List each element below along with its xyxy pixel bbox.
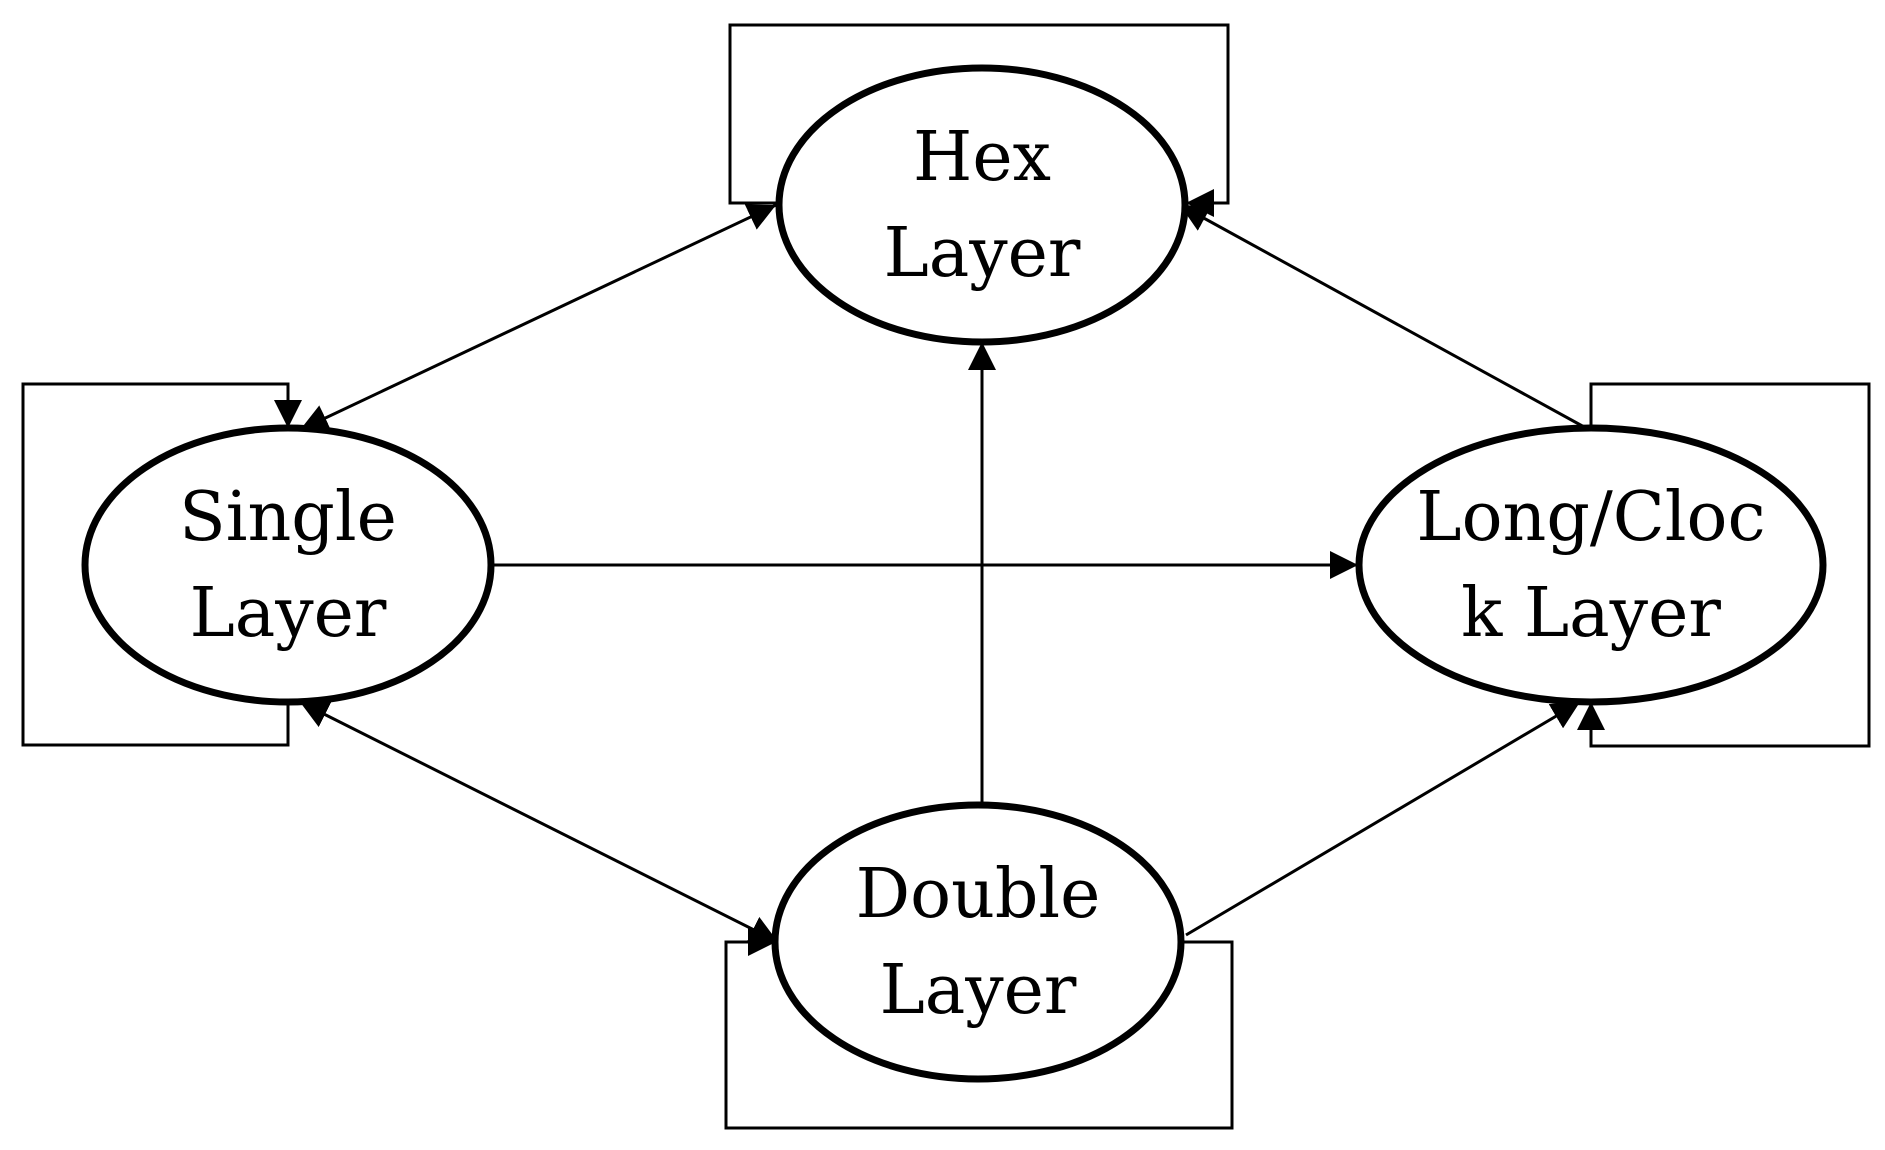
single-self-loop (21, 382, 302, 747)
edge-double-long-clock (1185, 700, 1581, 937)
edge-single-hex (299, 203, 777, 432)
hex-self-loop (728, 23, 1230, 217)
hex-label-line1: Hex (913, 118, 1051, 197)
long-clock-self-loop (1577, 382, 1871, 748)
long-clock-label-line1: Long/Cloc (1416, 478, 1765, 557)
double-self-loop (724, 928, 1234, 1130)
long-clock-label-line2: k Layer (1461, 574, 1721, 653)
double-label-line1: Double (856, 855, 1101, 934)
single-label-line1: Single (179, 478, 397, 557)
double-label-line2: Layer (880, 951, 1077, 1030)
node-hex: Hex Layer (775, 64, 1189, 346)
single-label-line2: Layer (190, 574, 387, 653)
edges (299, 203, 1587, 944)
edge-single-double (299, 700, 779, 944)
long-clock-ellipse (1355, 424, 1827, 706)
double-ellipse (771, 801, 1185, 1083)
edge-long-clock-hex (1179, 203, 1587, 430)
node-long-clock: Long/Cloc k Layer (1355, 424, 1827, 706)
hex-label-line2: Layer (884, 214, 1081, 293)
single-ellipse (81, 424, 495, 706)
hex-ellipse (775, 64, 1189, 346)
self-loops (21, 23, 1871, 1130)
node-single: Single Layer (81, 424, 495, 706)
node-double: Double Layer (771, 801, 1185, 1083)
